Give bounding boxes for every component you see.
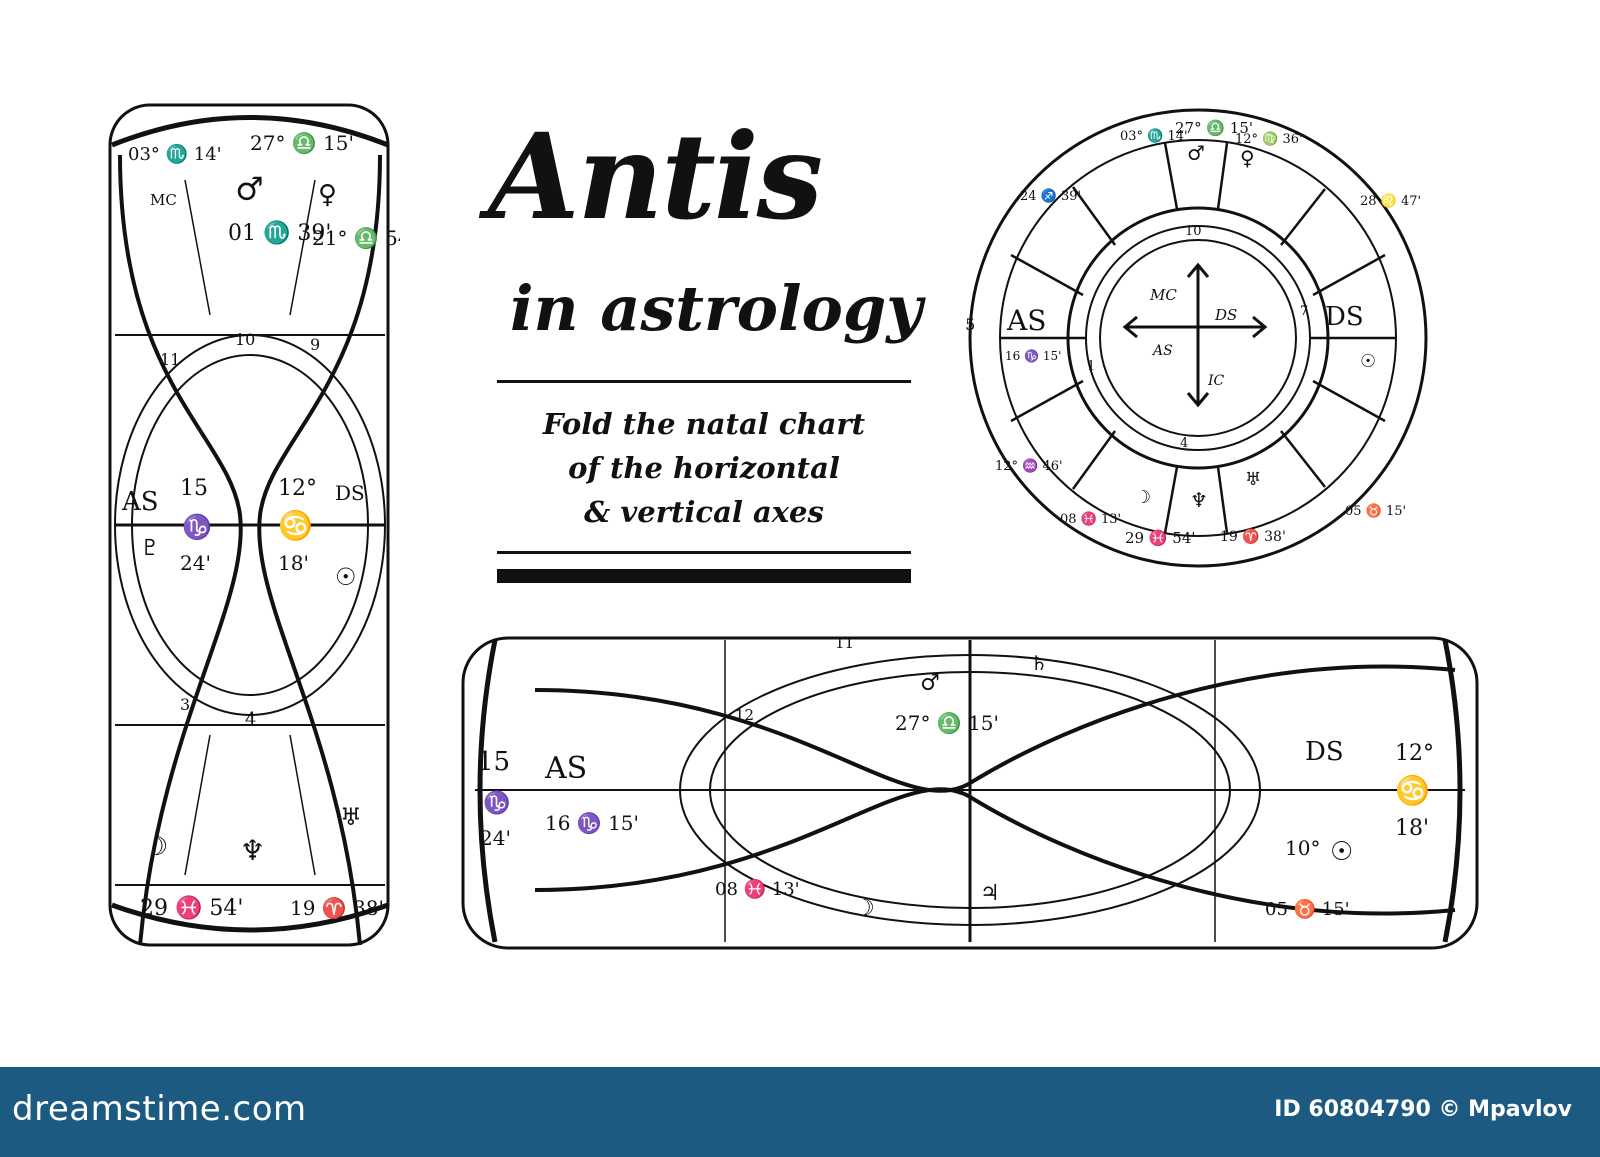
h-ds-label: DS xyxy=(1305,737,1344,767)
v-ds-label: DS xyxy=(335,481,365,505)
page-subtitle: in astrology xyxy=(510,272,923,345)
w-mars-glyph: ♂ xyxy=(1187,141,1205,165)
divider-top xyxy=(497,380,911,383)
w-top-cusp-3: 12° ♍ 36' xyxy=(1235,131,1303,147)
divider-bottom-thick xyxy=(497,569,911,583)
w-bottom-cusp-3: 19 ♈ 38' xyxy=(1220,528,1286,545)
h-pluto-pos: 16 ♑ 15' xyxy=(545,811,639,835)
h-house-11: 11 xyxy=(835,634,854,652)
h-house-12: 12 xyxy=(735,706,754,724)
h-as-min: 24' xyxy=(480,826,511,850)
v-as-min: 24' xyxy=(180,551,211,575)
w-house-7: 7 xyxy=(1300,304,1308,319)
w-top-cusp-2: 27° ♎ 15' xyxy=(1175,119,1253,137)
v-neptune-glyph: ♆ xyxy=(240,834,265,867)
w-as-label: AS xyxy=(1006,304,1046,337)
illustration: 03° ♏ 14' 27° ♎ 15' MC ♂ 01 ♏ 39' ♀ 21° … xyxy=(108,103,1479,950)
v-as-sign: ♑ xyxy=(182,513,212,541)
w-pluto-pos: 16 ♑ 15' xyxy=(1005,349,1061,363)
v-venus-pos: 21° ♎ 54' xyxy=(312,226,400,250)
v-bottom-cusp-3: 19 ♈ 38' xyxy=(290,896,384,920)
h-ds-deg: 12° xyxy=(1395,741,1434,766)
h-sun-glyph: ☉ xyxy=(1330,837,1353,867)
w-ds-center: DS xyxy=(1214,306,1237,324)
watermark-footer: dreamstime.com ID 60804790 © Mpavlov xyxy=(0,1067,1600,1157)
watermark-text: dreamstime.com xyxy=(12,1089,307,1129)
h-ds-min: 18' xyxy=(1395,816,1429,841)
w-house-4: 4 xyxy=(1180,436,1188,451)
v-sun-glyph: ☉ xyxy=(335,563,357,591)
page-title: Antis xyxy=(488,107,823,246)
v-house-10: 10 xyxy=(235,330,255,349)
h-right-lower: 05 ♉ 15' xyxy=(1265,898,1350,920)
horizontal-folded-chart: 15 AS ♑ 24' 16 ♑ 15' DS 12° ♋ 18' ☉ 10° … xyxy=(461,634,1479,950)
w-top-cusp-1: 03° ♏ 14' xyxy=(1120,128,1188,144)
h-moon-glyph: ☽ xyxy=(855,896,875,921)
v-top-cusp-2: 27° ♎ 15' xyxy=(250,131,354,155)
v-house-4: 4 xyxy=(245,709,256,730)
caption: Fold the natal chart of the horizontal &… xyxy=(497,402,911,534)
v-venus-glyph: ♀ xyxy=(318,180,337,210)
w-ic-center: IC xyxy=(1207,373,1225,389)
v-as-label: AS xyxy=(121,487,159,517)
h-mars-glyph: ♂ xyxy=(920,671,940,696)
w-moon-glyph: ☽ xyxy=(1135,487,1151,508)
v-pluto-glyph: ♇ xyxy=(140,536,160,561)
v-house-11: 11 xyxy=(160,350,180,369)
image-id-credit: ID 60804790 © Mpavlov xyxy=(1274,1097,1572,1122)
v-bottom-cusp-2: 29 ♓ 54' xyxy=(140,895,243,921)
v-top-cusp-1: 03° ♏ 14' xyxy=(128,143,222,165)
w-as-center: AS xyxy=(1151,343,1173,359)
w-uranus-glyph: ♅ xyxy=(1245,469,1261,490)
v-ds-sign: ♋ xyxy=(278,509,313,542)
natal-chart-wheel: MC DS AS IC AS DS 15 16 ♑ 15' 03° ♏ 14' … xyxy=(965,108,1428,568)
caption-line-1: Fold the natal chart xyxy=(542,407,866,441)
w-left-upper: 24 ♐ 39' xyxy=(1020,188,1081,204)
h-bottom-cusp-1: 08 ♓ 13' xyxy=(715,878,800,900)
w-as-deg: 15 xyxy=(965,315,975,334)
h-as-label: AS xyxy=(544,751,587,786)
v-house-9: 9 xyxy=(310,335,320,354)
v-as-deg: 15 xyxy=(180,476,208,501)
v-mars-pos: 01 ♏ 39' xyxy=(228,220,331,246)
w-right-lower: 05 ♉ 15' xyxy=(1345,503,1406,519)
w-mc-center: MC xyxy=(1149,286,1177,304)
w-venus-glyph: ♀ xyxy=(1240,146,1255,170)
divider-bottom-thin xyxy=(497,551,911,554)
h-as-deg: 15 xyxy=(477,747,510,777)
w-bottom-cusp-1: 08 ♓ 13' xyxy=(1060,511,1121,527)
w-right-upper: 28 ♌ 47' xyxy=(1360,193,1421,209)
caption-line-3: & vertical axes xyxy=(584,495,824,529)
w-left-lower: 12° ♒ 46' xyxy=(995,458,1063,474)
w-neptune-glyph: ♆ xyxy=(1190,488,1208,512)
w-ds-label: DS xyxy=(1325,302,1364,332)
w-house-10: 10 xyxy=(1185,224,1202,239)
v-house-3: 3 xyxy=(180,695,190,714)
v-ds-deg: 12° xyxy=(278,476,317,501)
h-top-cusp-2: 27° ♎ 15' xyxy=(895,711,999,735)
w-bottom-cusp-2: 29 ♓ 54' xyxy=(1125,529,1196,547)
h-sun-pos: 10° xyxy=(1285,836,1320,860)
vertical-folded-chart: 03° ♏ 14' 27° ♎ 15' MC ♂ 01 ♏ 39' ♀ 21° … xyxy=(108,103,400,947)
h-jupiter-glyph: ♃ xyxy=(980,881,1000,906)
v-mars-glyph: ♂ xyxy=(235,170,264,208)
h-ds-sign: ♋ xyxy=(1395,774,1430,807)
h-saturn-glyph: ♄ xyxy=(1030,651,1048,675)
w-sun-glyph: ☉ xyxy=(1360,351,1376,372)
v-moon-glyph: ☽ xyxy=(145,832,168,862)
caption-line-2: of the horizontal xyxy=(568,451,840,485)
v-ds-min: 18' xyxy=(278,551,309,575)
v-mc-label: MC xyxy=(150,191,177,209)
h-as-sign: ♑ xyxy=(483,790,510,816)
w-house-1: 1 xyxy=(1087,359,1095,374)
v-uranus-glyph: ♅ xyxy=(340,803,362,831)
